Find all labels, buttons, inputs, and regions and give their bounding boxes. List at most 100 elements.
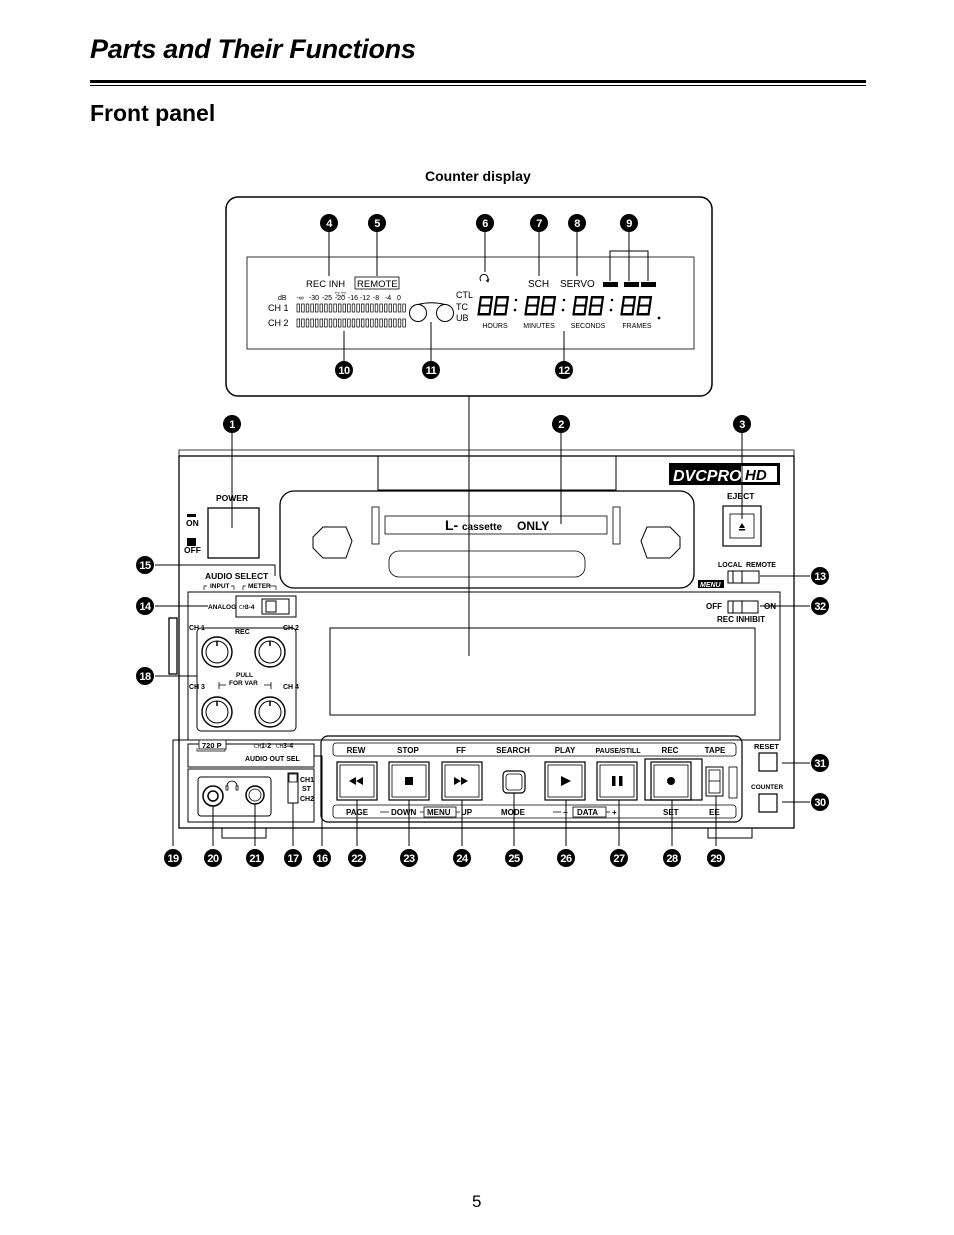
- rewind-icon: [349, 777, 363, 785]
- colon-dot: [513, 308, 517, 312]
- svg-text:31: 31: [814, 758, 826, 770]
- headphone-jack[interactable]: [202, 785, 224, 807]
- rec-button[interactable]: [644, 758, 703, 801]
- level-meter-ch1: [296, 303, 406, 313]
- transport-label-strip: [332, 742, 737, 757]
- svg-text:26: 26: [560, 853, 572, 865]
- counter-button[interactable]: [758, 793, 778, 813]
- stop-icon: [405, 777, 413, 785]
- ch12-ch-label: CH: [254, 744, 262, 750]
- knob-ch1-label: CH 1: [189, 625, 205, 632]
- input-bracket: [203, 585, 235, 590]
- meter-segment: [384, 303, 388, 313]
- meter-segment: [393, 318, 397, 328]
- foot-right: [707, 827, 753, 839]
- pull-brackets: [218, 682, 272, 689]
- meter-segment: [402, 318, 406, 328]
- switch-ch-label: CH: [239, 605, 247, 611]
- knob-ch4-label: CH 4: [283, 684, 299, 691]
- meter-segment: [374, 303, 379, 313]
- pause-still-button[interactable]: [596, 761, 638, 801]
- digit: [493, 296, 510, 316]
- rec-level-knob-area: [196, 627, 297, 732]
- seconds-label: SECONDS: [571, 323, 606, 330]
- svg-text:17: 17: [287, 853, 299, 865]
- rec-level-knob-ch1[interactable]: [201, 636, 233, 668]
- rec-inhibit-switch[interactable]: [727, 600, 759, 614]
- digit: [572, 296, 589, 316]
- fast-forward-icon: [454, 777, 468, 785]
- pause-icon: [612, 776, 616, 786]
- peak-marks: ▽ ▽: [335, 292, 346, 298]
- power-button[interactable]: [207, 507, 260, 559]
- tape-reel-right-icon: [436, 304, 454, 322]
- digit: [477, 296, 494, 316]
- svg-text:4: 4: [326, 218, 333, 230]
- reset-button[interactable]: [758, 752, 778, 772]
- meter-segment: [328, 318, 333, 328]
- local-remote-switch[interactable]: [727, 570, 760, 584]
- callout-badge: 1: [223, 415, 241, 433]
- remote-label: REMOTE: [746, 562, 776, 569]
- page-title: Parts and Their Functions: [90, 34, 416, 64]
- panel-leader-lines: [155, 432, 810, 846]
- callout-badge: 12: [555, 361, 573, 379]
- pull-label: PULL: [236, 672, 253, 679]
- rec-level-knob-ch3[interactable]: [201, 696, 233, 728]
- callout-badge: 20: [204, 849, 222, 867]
- reset-label: RESET: [754, 742, 779, 751]
- format-bracket: [196, 748, 226, 752]
- tape-indicator: [728, 766, 738, 799]
- meter-segment: [397, 303, 402, 313]
- transport-panel: [320, 735, 743, 823]
- colon-dot: [609, 308, 613, 312]
- svg-text:32: 32: [814, 601, 826, 613]
- local-remote-switch-knob: [732, 570, 743, 584]
- rec-level-knob-ch4[interactable]: [254, 696, 286, 728]
- stop-button[interactable]: [388, 761, 430, 801]
- callout-badge: 14: [136, 597, 154, 615]
- meter-segment: [370, 303, 374, 313]
- audio-out-select-switch[interactable]: [287, 772, 299, 804]
- play-label: PLAY: [555, 746, 576, 755]
- rec-level-knob-ch2[interactable]: [254, 636, 286, 668]
- svg-text:9: 9: [626, 218, 632, 230]
- svg-text:8: 8: [574, 218, 580, 230]
- play-button[interactable]: [544, 761, 586, 801]
- level-meter-ch2: [296, 318, 406, 328]
- headphone-icon: [225, 780, 239, 791]
- tape-label: TAPE: [705, 746, 726, 755]
- scale-tick: -25: [322, 295, 332, 302]
- meter-select-switch[interactable]: [261, 598, 290, 615]
- status-bar-3: [641, 282, 656, 287]
- cassette-prefix: L-: [445, 517, 459, 533]
- front-panel-outline: [178, 455, 795, 829]
- ctl-label: CTL: [456, 290, 473, 300]
- callout-badge: 5: [368, 214, 386, 232]
- ch34-ch-label: CH: [276, 744, 284, 750]
- counter-label: COUNTER: [751, 784, 783, 791]
- search-button[interactable]: [502, 770, 526, 794]
- foot-left: [221, 827, 267, 839]
- down-label: DOWN: [391, 808, 417, 817]
- meter-segment: [351, 318, 356, 328]
- out-ch2-label: CH2: [300, 796, 314, 803]
- meter-segment: [356, 303, 360, 313]
- local-label: LOCAL: [718, 562, 743, 569]
- scale-tick: -12: [360, 295, 370, 302]
- callout-badge: 29: [707, 849, 725, 867]
- ff-button[interactable]: [441, 761, 483, 801]
- tape-button[interactable]: [705, 766, 724, 797]
- callout-badge: 32: [811, 597, 829, 615]
- function-label-strip: [332, 804, 737, 819]
- callout-badge: 17: [284, 849, 302, 867]
- time-unit-labels: HOURS MINUTES SECONDS FRAMES: [482, 323, 652, 330]
- rew-button[interactable]: [336, 761, 378, 801]
- callout-badge: 2: [552, 415, 570, 433]
- svg-text:10: 10: [338, 365, 350, 377]
- digit: [524, 296, 541, 316]
- cassette-word: cassette: [462, 522, 502, 533]
- callout-badge: 18: [136, 667, 154, 685]
- meter-segment: [347, 303, 351, 313]
- meter-segment: [301, 318, 305, 328]
